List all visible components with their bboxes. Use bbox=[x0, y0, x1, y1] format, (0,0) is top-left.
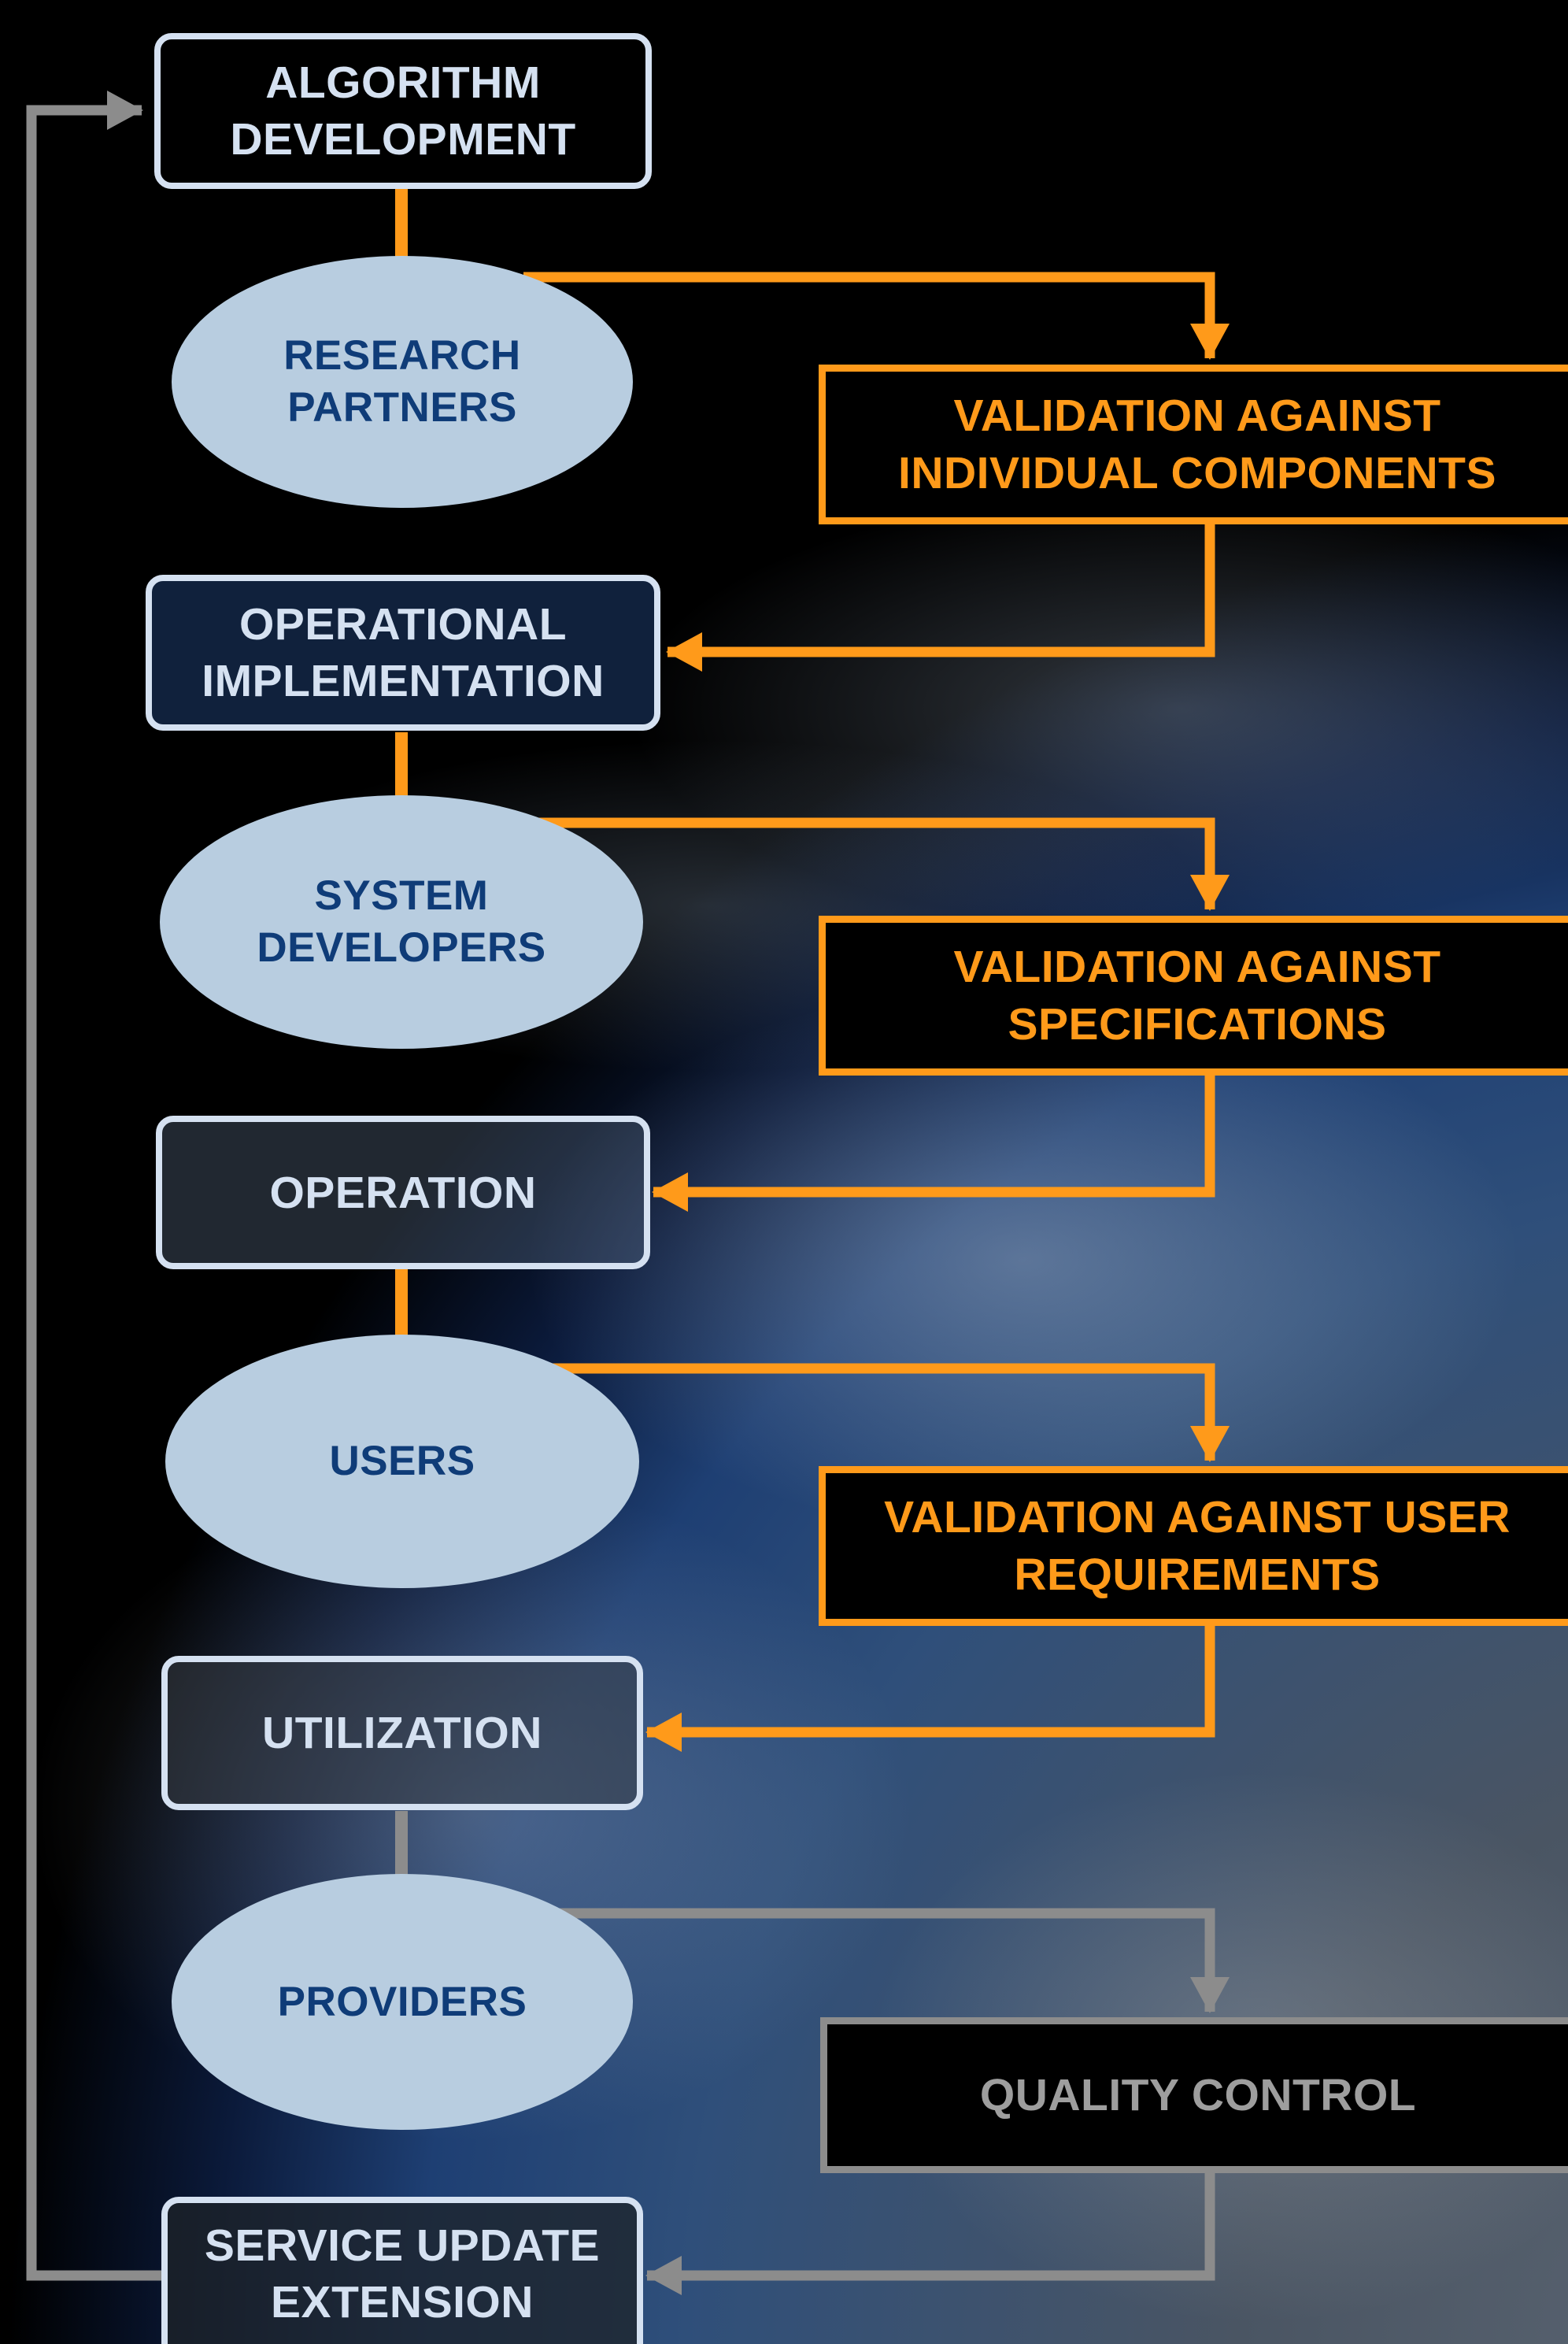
algorithm-development-box: ALGORITHM DEVELOPMENT bbox=[154, 33, 652, 189]
flow-validation-to-operation bbox=[652, 1071, 1215, 1212]
users-label: USERS bbox=[329, 1438, 475, 1484]
operational-implementation-label: OPERATIONAL IMPLEMENTATION bbox=[202, 599, 605, 706]
system-developers-ellipse: SYSTEM DEVELOPERS bbox=[160, 795, 643, 1049]
validation-specifications-box: VALIDATION AGAINST SPECIFICATIONS bbox=[819, 916, 1568, 1076]
validation-individual-components-box: VALIDATION AGAINST INDIVIDUAL COMPONENTS bbox=[819, 365, 1568, 524]
service-update-extension-box: SERVICE UPDATE EXTENSION bbox=[161, 2197, 643, 2344]
validation-individual-components-label: VALIDATION AGAINST INDIVIDUAL COMPONENTS bbox=[898, 390, 1496, 498]
utilization-box: UTILIZATION bbox=[161, 1656, 643, 1810]
operational-implementation-box: OPERATIONAL IMPLEMENTATION bbox=[146, 575, 660, 731]
providers-label: PROVIDERS bbox=[277, 1978, 527, 2025]
service-update-extension-label: SERVICE UPDATE EXTENSION bbox=[204, 2220, 601, 2327]
flow-system-to-validation bbox=[535, 817, 1230, 911]
validation-user-requirements-label: VALIDATION AGAINST USER REQUIREMENTS bbox=[884, 1491, 1511, 1600]
algorithm-development-label: ALGORITHM DEVELOPMENT bbox=[230, 57, 576, 165]
feedback-loop bbox=[26, 91, 161, 2281]
flow-quality-to-service bbox=[645, 2172, 1215, 2295]
flow-validation-to-implementation bbox=[666, 520, 1215, 672]
operation-label: OPERATION bbox=[269, 1167, 537, 1218]
flow-users-to-validation bbox=[543, 1363, 1230, 1462]
flow-research-to-validation bbox=[523, 272, 1230, 360]
flow-validation-to-utilization bbox=[645, 1622, 1215, 1752]
providers-ellipse: PROVIDERS bbox=[172, 1874, 633, 2130]
validation-user-requirements-box: VALIDATION AGAINST USER REQUIREMENTS bbox=[819, 1466, 1568, 1626]
validation-specifications-label: VALIDATION AGAINST SPECIFICATIONS bbox=[953, 941, 1441, 1050]
quality-control-label: QUALITY CONTROL bbox=[979, 2069, 1417, 2120]
research-partners-label: RESEARCH PARTNERS bbox=[283, 332, 521, 431]
quality-control-box: QUALITY CONTROL bbox=[820, 2017, 1568, 2173]
users-ellipse: USERS bbox=[165, 1335, 639, 1588]
research-partners-ellipse: RESEARCH PARTNERS bbox=[172, 256, 633, 508]
flow-providers-to-quality bbox=[551, 1908, 1230, 2013]
system-developers-label: SYSTEM DEVELOPERS bbox=[257, 872, 546, 971]
utilization-label: UTILIZATION bbox=[262, 1708, 542, 1758]
operation-box: OPERATION bbox=[156, 1116, 650, 1269]
